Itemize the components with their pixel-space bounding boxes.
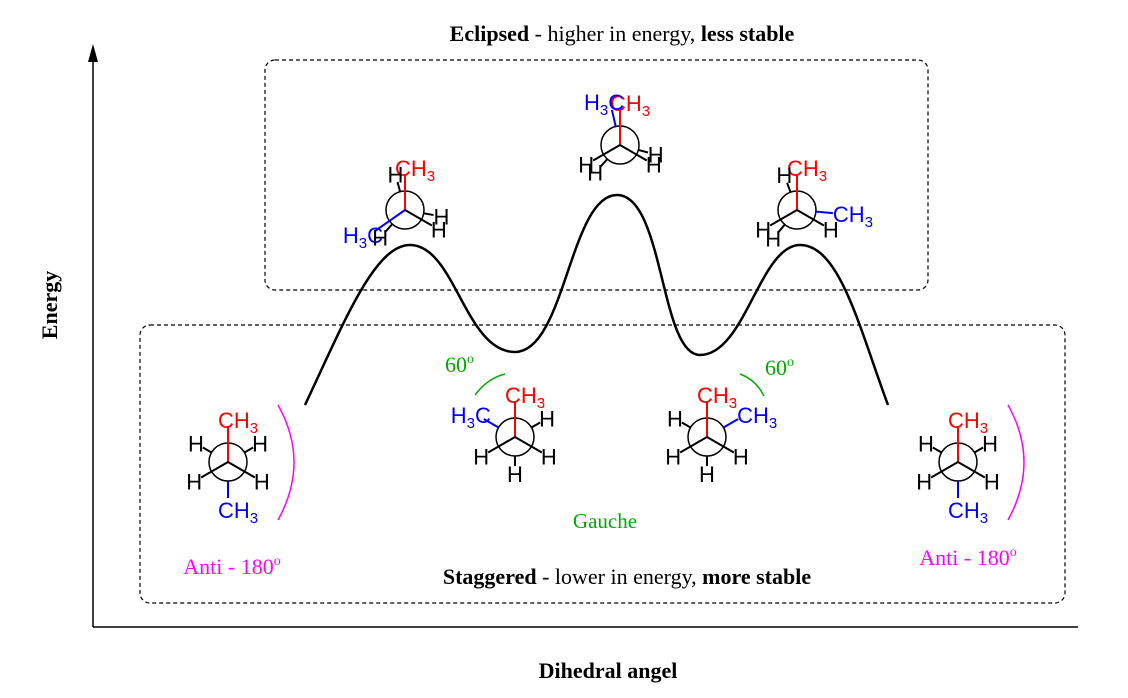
substituent-label: H [473,445,489,470]
back-bond [384,223,394,233]
substituent-label: CH3 [948,498,988,527]
front-bond [957,461,986,479]
substituent-label: H [916,470,932,495]
substituent-label: H [646,153,662,178]
substituent-label: CH3 [395,156,435,185]
back-bond [681,421,692,429]
gauche-arc-left [474,373,506,396]
substituent-label: H3C [343,223,383,252]
substituent-label: H3C [584,90,624,119]
front-bond [514,436,543,454]
staggered-title: Staggered - lower in energy, more stable [443,564,811,589]
eclipsed-title: Eclipsed - higher in energy, less stable [450,21,795,46]
gauche-arc-right [739,373,765,397]
back-bond [932,446,943,454]
back-bond [530,421,541,429]
back-bond [396,181,402,192]
angle-label-left: 60o [445,352,474,377]
front-bond [227,461,256,479]
substituent-label: H [755,218,771,243]
substituent-label: H [252,432,268,457]
anti-label-left: Anti - 180o [183,554,280,579]
angle-label-right: 60o [765,355,794,380]
substituent-label: CH3 [218,498,258,527]
back-bond [423,212,434,217]
front-bond [404,209,433,227]
substituent-label: H [823,218,839,243]
gauche-label: Gauche [573,509,637,533]
substituent-label: H [733,445,749,470]
substituent-label: H [372,225,388,250]
substituent-label: H [578,153,594,178]
substituent-label: CH3 [787,156,827,185]
substituent-label: CH3 [610,91,650,120]
substituent-label: H [507,462,523,487]
front-bond [592,144,621,162]
substituent-label: CH3 [505,383,545,412]
eclipsed-box [264,59,929,291]
substituent-label: CH3 [218,408,258,437]
front-bond [706,436,735,454]
back-bond [973,446,984,454]
substituent-label: H [765,226,781,251]
front-bond [769,209,798,227]
x-axis-label: Dihedral angel [539,658,678,683]
substituent-label: CH3 [697,383,737,412]
substituent-label: H [665,445,681,470]
substituent-label: H [984,470,1000,495]
substituent-label: H3C [451,403,491,432]
front-bond [374,209,406,232]
staggered-box [139,324,1066,604]
back-bond [777,223,786,233]
substituent-label: H [699,462,715,487]
back-bond [638,148,649,154]
substituent-label: H [982,432,998,457]
back-bond [786,182,792,193]
anti-arc-right [1007,404,1025,521]
substituent-label: CH3 [948,408,988,437]
y-axis-arrow-icon [88,44,98,62]
back-bond [202,446,213,454]
substituent-label: CH3 [737,403,777,432]
substituent-label: H [433,204,449,229]
substituent-label: H [254,470,270,495]
back-bond [483,418,500,429]
front-bond [679,436,708,454]
substituent-label: H [387,162,403,187]
substituent-label: H [431,218,447,243]
substituent-label: H [587,160,603,185]
front-bond [487,436,516,454]
y-axis-label: Energy [37,271,62,339]
back-bond [610,109,617,127]
substituent-label: H [541,445,557,470]
energy-curve [303,193,890,406]
back-bond [599,158,609,168]
back-bond [722,418,739,429]
substituent-label: H [186,470,202,495]
back-bond [815,210,833,215]
anti-label-right: Anti - 180o [919,545,1016,570]
front-bond [930,461,959,479]
substituent-label: H [648,143,664,168]
substituent-label: H [539,407,555,432]
substituent-label: H [667,407,683,432]
front-bond [200,461,229,479]
front-bond [796,209,825,227]
substituent-label: H [188,432,204,457]
substituent-label: CH3 [833,202,873,231]
substituent-label: H [918,432,934,457]
back-bond [243,446,254,454]
anti-arc-left [277,404,295,521]
substituent-label: H [776,163,792,188]
front-bond [619,144,648,162]
